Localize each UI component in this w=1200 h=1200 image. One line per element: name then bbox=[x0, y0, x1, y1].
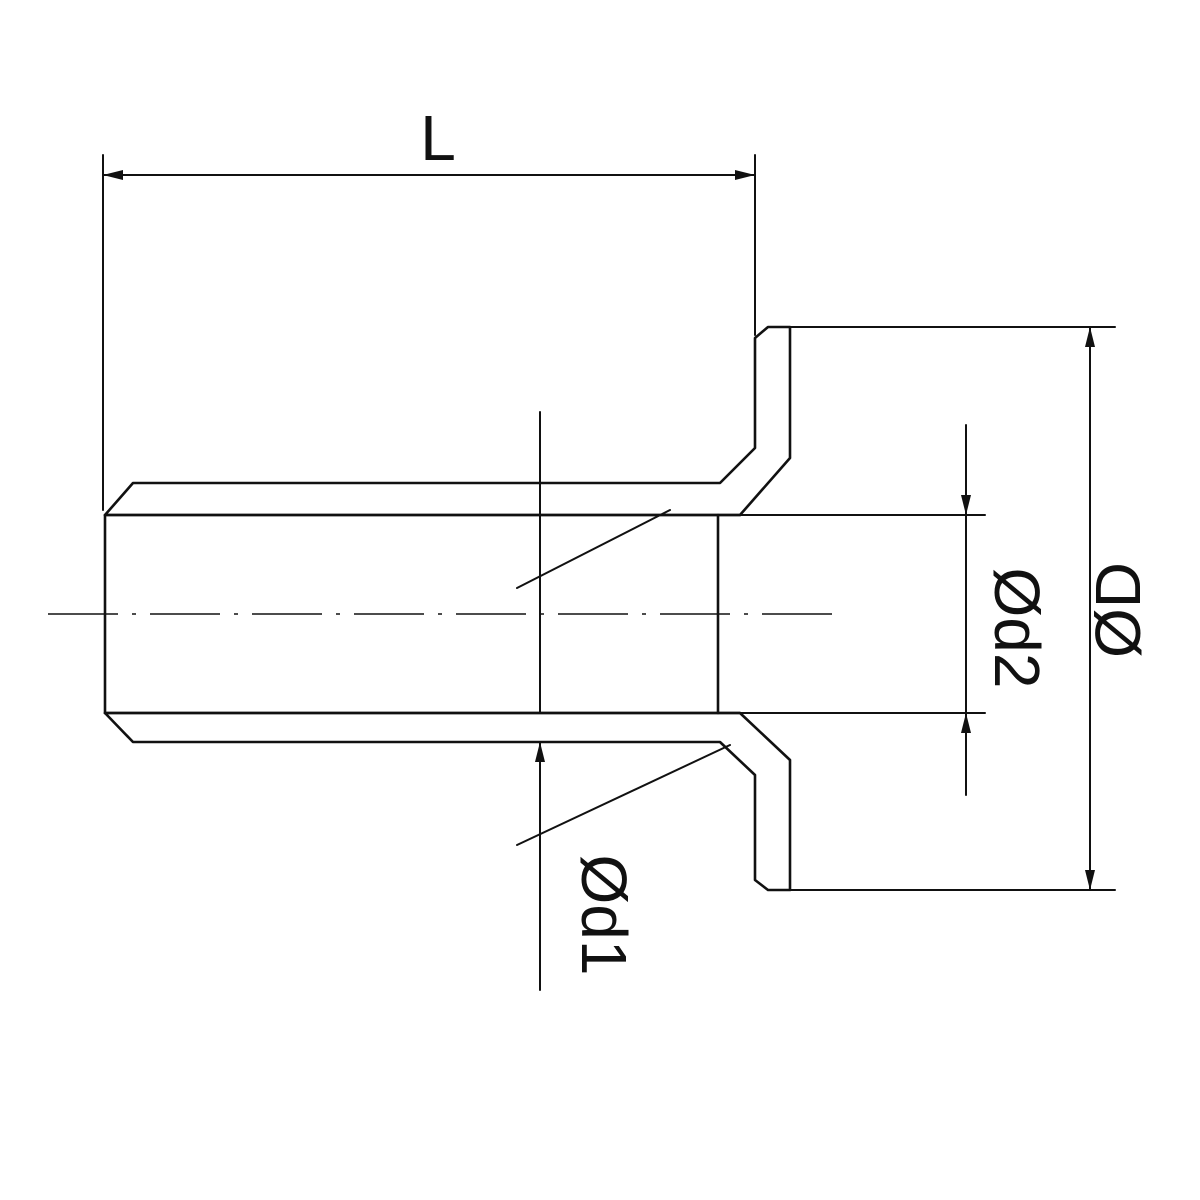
leader-line-bottom bbox=[516, 744, 731, 846]
length-label: L bbox=[420, 102, 456, 174]
outer-diameter-label: ØD bbox=[1082, 562, 1154, 658]
leader-line-top bbox=[516, 509, 671, 589]
inner-diameter-1-label: Ød1 bbox=[568, 855, 640, 976]
top-wall-section bbox=[103, 325, 792, 517]
bottom-wall-section bbox=[103, 711, 792, 892]
inner-diameter-2-label: Ød2 bbox=[981, 568, 1053, 689]
